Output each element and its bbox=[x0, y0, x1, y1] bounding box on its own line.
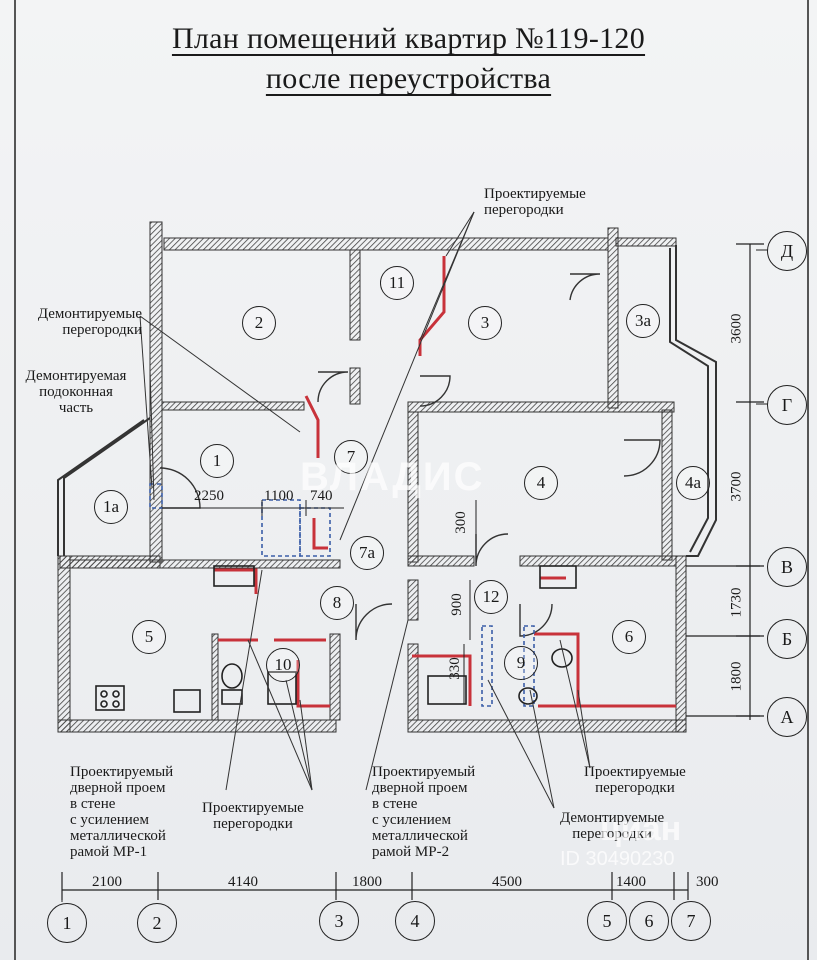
dimension-lines-right bbox=[686, 243, 764, 720]
room-12: 12 bbox=[474, 580, 508, 614]
dim-1400: 1400 bbox=[616, 874, 646, 890]
room-1: 1 bbox=[200, 444, 234, 478]
fixtures bbox=[95, 565, 577, 713]
leader-lines bbox=[139, 211, 591, 809]
label-proj-partitions-mid: Проектируемые перегородки bbox=[202, 800, 304, 832]
label-proj-partitions-right: Проектируемые перегородки bbox=[584, 764, 686, 796]
label-demont-partitions-left: Демонтируемые перегородки bbox=[37, 306, 142, 338]
drawing-title: План помещений квартир №119-120 bbox=[171, 22, 646, 55]
room-11: 11 bbox=[380, 266, 414, 300]
room-4: 4 bbox=[524, 466, 558, 500]
axis-7: 7 bbox=[671, 901, 711, 941]
dimension-lines-bottom bbox=[61, 872, 689, 900]
watermark-logo: циан bbox=[600, 810, 682, 848]
axis-D: Д bbox=[767, 231, 807, 271]
room-2: 2 bbox=[242, 306, 276, 340]
axis-4: 4 bbox=[395, 901, 435, 941]
label-proj-door-mp2: Проектируемый дверной проем в стене с ус… bbox=[372, 764, 476, 860]
dim-1800-right: 1800 bbox=[728, 661, 745, 692]
label-demont-sill: Демонтируемая подоконная часть bbox=[25, 368, 127, 416]
inner-dimension-lines bbox=[162, 500, 477, 704]
room-4a: 4а bbox=[676, 466, 710, 500]
bay-window-1a bbox=[57, 417, 151, 556]
room-3a: 3а bbox=[626, 304, 660, 338]
dim-740: 740 bbox=[310, 488, 333, 504]
axis-V: В bbox=[767, 547, 807, 587]
room-9: 9 bbox=[504, 646, 538, 680]
dim-2250: 2250 bbox=[194, 488, 224, 504]
dim-330: 330 bbox=[446, 657, 463, 680]
label-demont-partitions-right: Демонтируемые перегородки bbox=[560, 810, 665, 842]
room-5: 5 bbox=[132, 620, 166, 654]
sheet-frame bbox=[14, 0, 809, 960]
room-7: 7 bbox=[334, 440, 368, 474]
room-10: 10 bbox=[266, 648, 300, 682]
room-6: 6 bbox=[612, 620, 646, 654]
axis-A: А bbox=[767, 697, 807, 737]
dim-1730: 1730 bbox=[728, 587, 745, 618]
axis-lines bbox=[61, 249, 768, 902]
dim-900: 900 bbox=[448, 593, 465, 616]
watermark-id: ID 30490230 bbox=[560, 848, 675, 870]
axis-B: Б bbox=[767, 619, 807, 659]
bay-window-4a bbox=[669, 245, 717, 557]
axis-6: 6 bbox=[629, 901, 669, 941]
new-partitions bbox=[214, 256, 676, 708]
axis-3: 3 bbox=[319, 901, 359, 941]
dim-1800: 1800 bbox=[352, 874, 382, 890]
dim-1100: 1100 bbox=[264, 488, 294, 504]
axis-2: 2 bbox=[137, 903, 177, 943]
room-3: 3 bbox=[468, 306, 502, 340]
dim-300-inner: 300 bbox=[452, 511, 469, 534]
dim-2100: 2100 bbox=[92, 874, 122, 890]
dim-3600: 3600 bbox=[728, 313, 745, 344]
axis-G: Г bbox=[767, 385, 807, 425]
dim-4140: 4140 bbox=[228, 874, 258, 890]
room-7a: 7а bbox=[350, 536, 384, 570]
watermark-brand: ВЛАДИС bbox=[300, 455, 485, 499]
dim-3700: 3700 bbox=[728, 471, 745, 502]
dim-4500: 4500 bbox=[492, 874, 522, 890]
label-proj-door-mp1: Проектируемый дверной проем в стене с ус… bbox=[70, 764, 174, 860]
axis-1: 1 bbox=[47, 903, 87, 943]
room-8: 8 bbox=[320, 586, 354, 620]
dim-300: 300 bbox=[696, 874, 719, 890]
interior-walls bbox=[69, 249, 677, 721]
label-proj-partitions-top: Проектируемые перегородки bbox=[484, 186, 586, 218]
door-swings bbox=[159, 273, 661, 641]
room-1a: 1а bbox=[94, 490, 128, 524]
axis-5: 5 bbox=[587, 901, 627, 941]
drawing-subtitle: после переустройства bbox=[265, 62, 552, 95]
